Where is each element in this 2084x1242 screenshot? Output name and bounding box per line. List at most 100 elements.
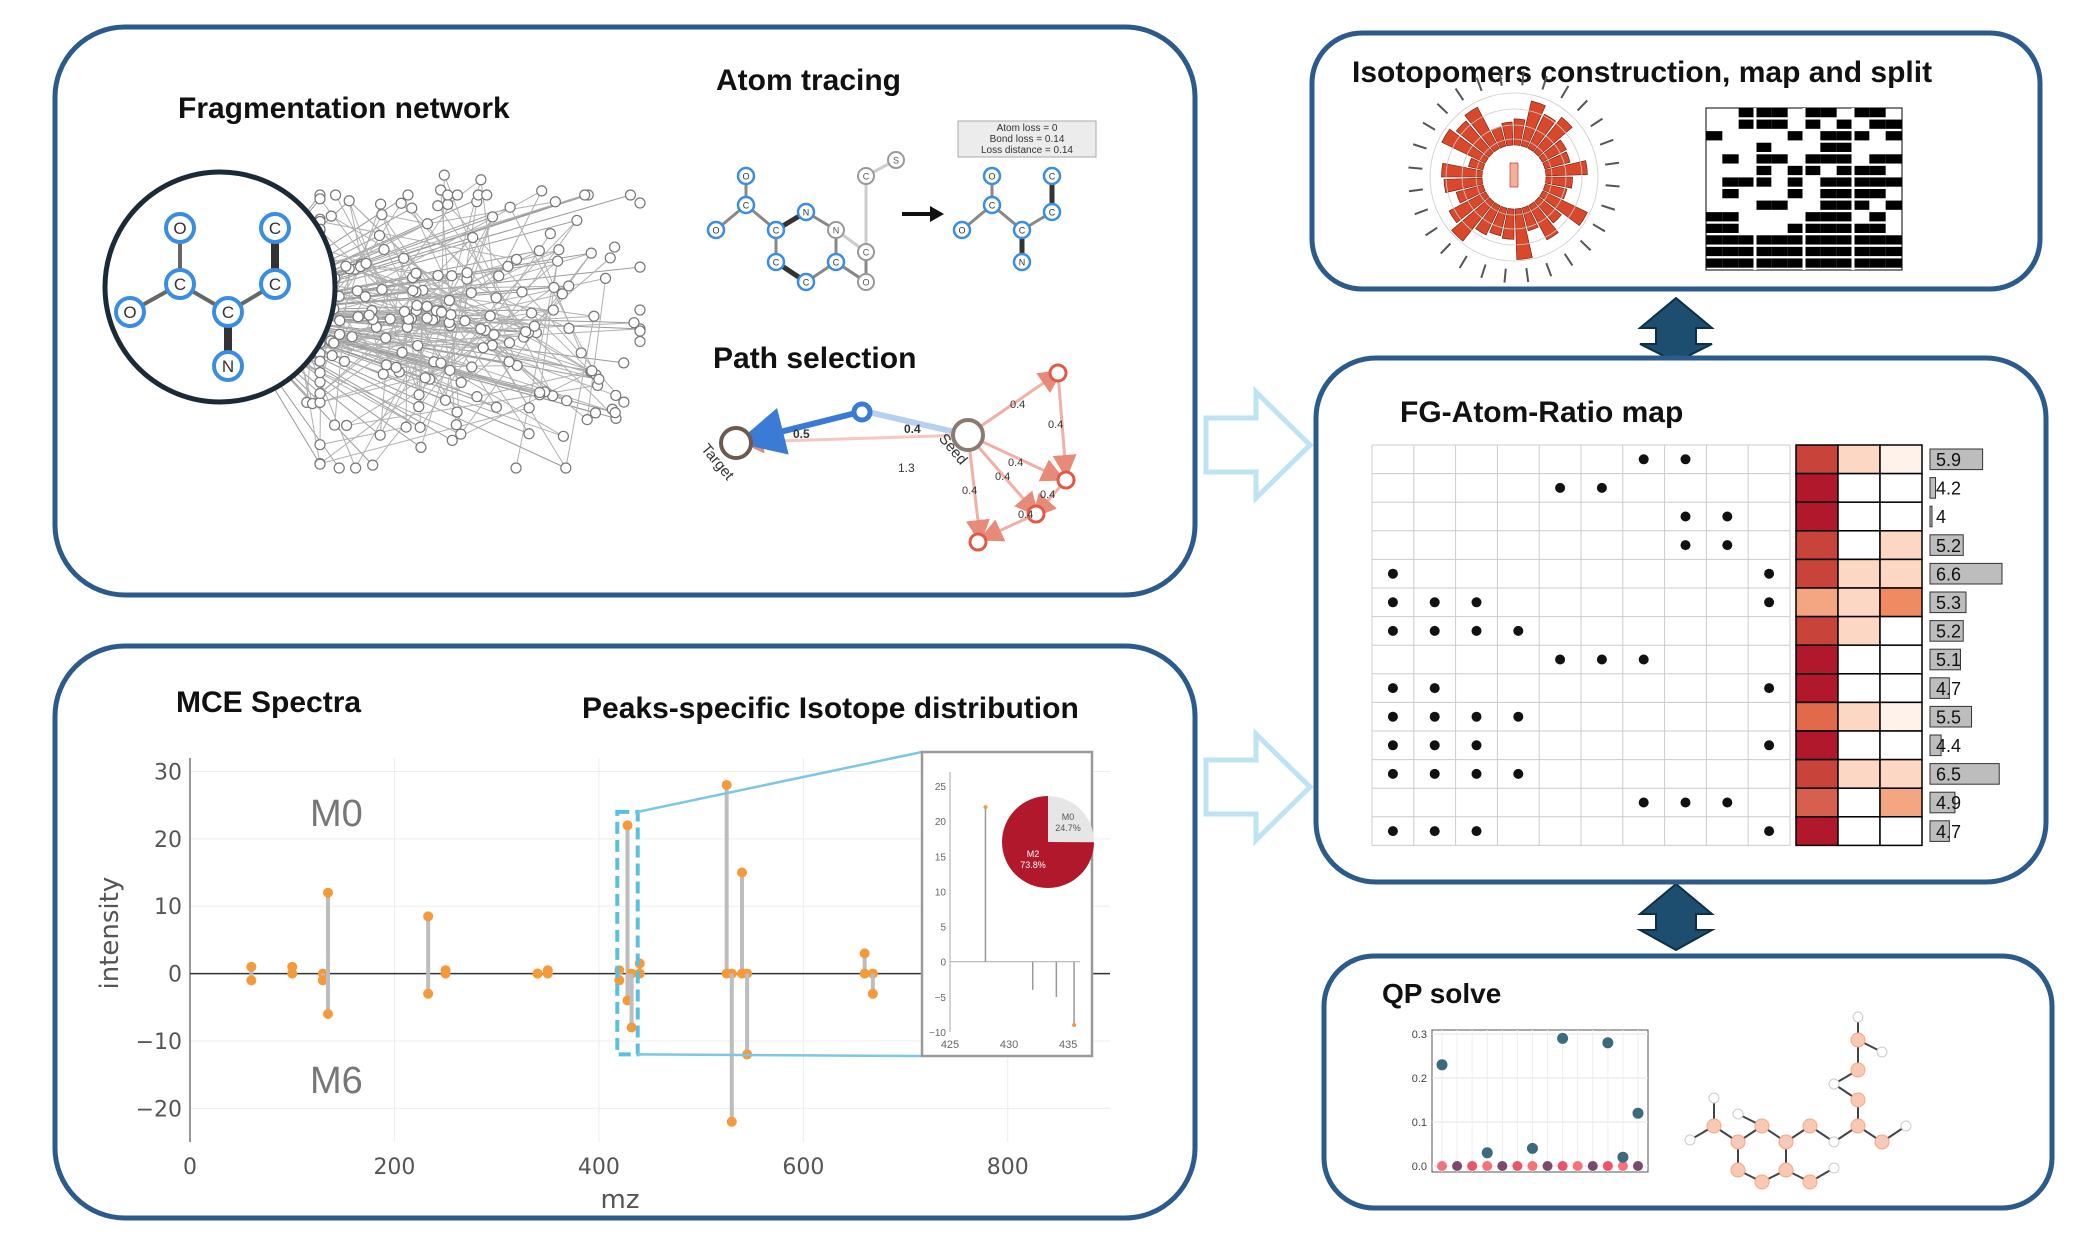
qp-y-tick: 0.1 — [1412, 1117, 1427, 1129]
radial-label-tick — [1475, 77, 1483, 92]
matrix-cell — [1853, 131, 1870, 141]
matrix-cell — [1836, 119, 1853, 129]
matrix-cell — [1836, 142, 1853, 152]
fg-dot — [1387, 826, 1398, 837]
inset-y-tick: 20 — [935, 817, 947, 828]
matrix-cell — [1853, 165, 1870, 176]
network-node — [438, 169, 450, 181]
matrix-cell — [1869, 235, 1886, 245]
qp-baseline-point — [1497, 1161, 1508, 1171]
fg-dot — [1471, 597, 1482, 608]
matrix-cell — [1804, 165, 1821, 176]
hollow-arrow-bottom — [1203, 728, 1314, 846]
network-node — [360, 257, 372, 270]
ratio-bar — [1929, 505, 1933, 528]
fg-map-panel: FG-Atom-Ratio map 5.94.245.26.65.35.25.1… — [1313, 355, 2049, 885]
network-node — [533, 245, 545, 257]
peak-marker — [246, 961, 257, 972]
heat-cell — [1795, 444, 1839, 475]
traced-atom — [982, 195, 1002, 215]
radial-bar — [1441, 128, 1489, 164]
qp-plot-frame — [1431, 1029, 1649, 1173]
network-node — [325, 210, 337, 222]
network-node — [413, 389, 425, 401]
network-edge — [538, 250, 582, 354]
network-node — [407, 285, 419, 297]
network-node — [525, 307, 538, 319]
qp-atom — [1876, 1046, 1888, 1058]
edge-label-7: 0.4 — [995, 471, 1010, 483]
network-node — [556, 288, 568, 300]
matrix-cell — [1820, 108, 1837, 118]
qp-atom — [1708, 1092, 1720, 1104]
radial-label-tick — [1563, 253, 1574, 267]
y-tick-label: 0 — [168, 963, 182, 988]
network-edge — [372, 315, 491, 466]
matrix-cell — [1771, 154, 1788, 164]
matrix-cell — [1804, 223, 1821, 233]
radial-bar — [1544, 160, 1588, 177]
matrix-cell — [1869, 246, 1886, 257]
matrix-cell — [1755, 165, 1772, 176]
fg-dot — [1429, 625, 1440, 636]
heat-cell — [1795, 758, 1839, 789]
network-node — [484, 310, 496, 322]
trace-atom — [887, 151, 905, 169]
trace-atom — [796, 202, 816, 222]
trace-atom — [736, 166, 756, 186]
fg-dot — [1596, 654, 1607, 665]
network-node — [350, 462, 362, 474]
network-node — [446, 270, 458, 282]
radial-label-tick — [1454, 87, 1465, 101]
matrix-cell — [1738, 177, 1755, 187]
trace-atom — [766, 252, 786, 272]
heat-cell — [1795, 587, 1839, 618]
network-node — [406, 202, 418, 214]
y-tick-label: 10 — [154, 895, 182, 920]
heat-cell — [1879, 472, 1923, 503]
qp-point — [1557, 1032, 1569, 1044]
fg-dot — [1764, 826, 1775, 837]
matrix-cell — [1885, 235, 1902, 245]
network-node — [328, 419, 341, 431]
ratio-value: 4.7 — [1936, 822, 1961, 842]
network-node — [375, 198, 387, 210]
qp-baseline-point — [1512, 1161, 1523, 1171]
matrix-cell — [1706, 131, 1723, 141]
ratio-bar — [1929, 677, 1950, 699]
peak-marker — [726, 1116, 737, 1127]
radial-label-tick — [1592, 223, 1606, 233]
network-node — [412, 339, 424, 352]
heat-cell — [1879, 644, 1923, 675]
matrix-cell — [1853, 189, 1870, 199]
radial-label-tick — [1498, 71, 1503, 86]
qp-baseline-point — [1617, 1161, 1628, 1171]
x-tick-label: 600 — [782, 1155, 824, 1180]
heat-cell — [1795, 673, 1839, 704]
network-node — [414, 421, 426, 433]
traced-atom — [952, 220, 972, 240]
network-node — [593, 373, 605, 385]
fg-dot — [1555, 654, 1566, 665]
ratio-value: 4.4 — [1936, 736, 1961, 756]
qp-atom — [1778, 1162, 1794, 1178]
matrix-cell — [1820, 131, 1837, 141]
network-node — [411, 299, 423, 312]
radial-bar — [1441, 162, 1483, 178]
trace-atom — [826, 252, 846, 272]
matrix-cell — [1836, 235, 1853, 245]
trace-atom-label: O — [742, 172, 749, 182]
ratio-value: 5.1 — [1936, 650, 1961, 670]
matrix-cell — [1869, 177, 1886, 187]
matrix-cell — [1771, 200, 1788, 210]
matrix-cell — [1738, 108, 1755, 118]
network-node — [334, 314, 346, 327]
radial-label-tick — [1576, 99, 1588, 112]
network-node — [486, 339, 498, 351]
radial-bar — [1539, 190, 1588, 227]
trace-atom-label: C — [863, 172, 870, 182]
trace-atom-label: C — [803, 278, 810, 288]
network-node — [475, 174, 487, 186]
network-node — [421, 312, 433, 324]
matrix-cell — [1820, 212, 1837, 222]
